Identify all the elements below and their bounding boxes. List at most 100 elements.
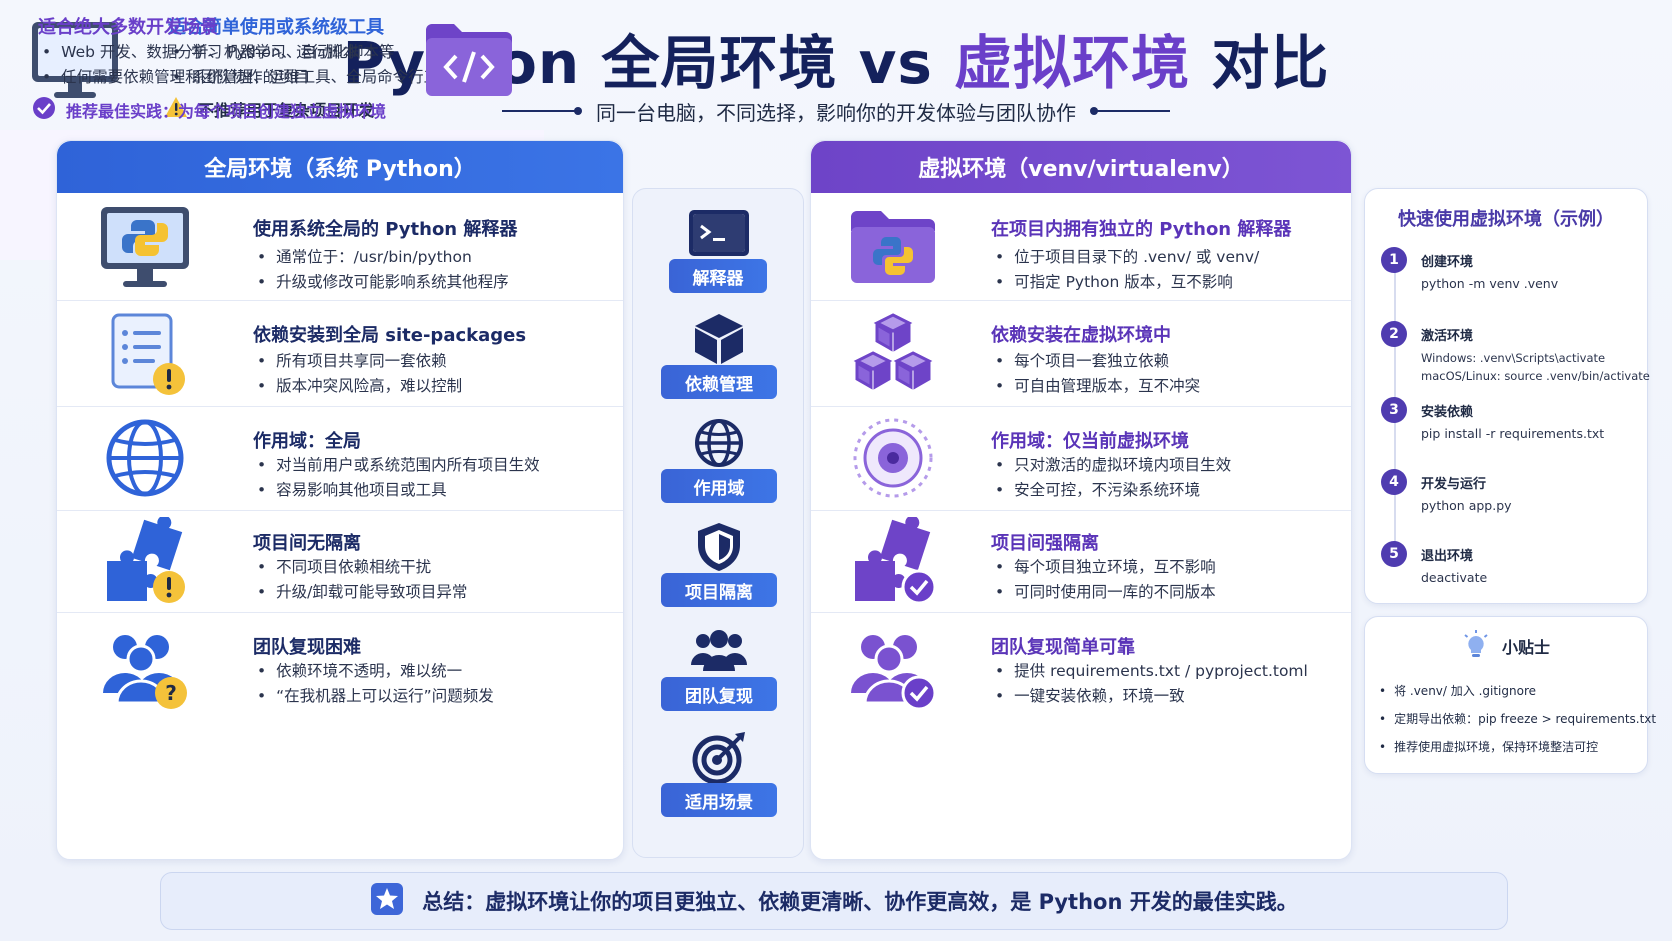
star-badge-icon <box>370 882 404 920</box>
bullet: 升级或修改可能影响系统其他程序 <box>257 270 509 295</box>
bullet: “在我机器上可以运行”问题频发 <box>257 684 494 709</box>
dimension-label: 依赖管理 <box>661 365 777 399</box>
venv-row-title: 作用域：仅当前虚拟环境 <box>991 431 1189 452</box>
target-circle-icon <box>843 413 943 503</box>
bullet: 所有项目共享同一套依赖 <box>257 349 462 374</box>
step-command: deactivate <box>1421 570 1488 585</box>
bullet: 依赖环境不透明，难以统一 <box>257 659 494 684</box>
global-row-title: 作用域：全局 <box>253 431 361 452</box>
venv-panel: 虚拟环境（venv/virtualenv） 在项目内拥有独立的 Python 解… <box>810 140 1352 860</box>
global-row-title: 使用系统全局的 Python 解释器 <box>253 219 518 240</box>
step-number: 2 <box>1381 321 1407 347</box>
lightbulb-icon <box>1462 629 1490 663</box>
globe-icon <box>687 417 751 469</box>
global-row-title: 团队复现困难 <box>253 637 361 658</box>
folder-python-icon <box>843 203 943 293</box>
bullet: 可同时使用同一库的不同版本 <box>995 580 1216 605</box>
tips-list: 将 .venv/ 加入 .gitignore 定期导出依赖：pip freeze… <box>1379 677 1656 761</box>
dimension-isolation: 项目隔离 <box>633 513 805 613</box>
team-check-icon <box>843 623 943 713</box>
bullet: 只对激活的虚拟环境内项目生效 <box>995 453 1231 478</box>
subtitle: 同一台电脑，不同选择，影响你的开发体验与团队协作 <box>596 100 1076 125</box>
global-scenario-warning: 不推荐用于复杂项目开发 <box>164 96 374 122</box>
venv-row-title: 在项目内拥有独立的 Python 解释器 <box>991 219 1292 240</box>
quick-start-card: 快速使用虚拟环境（示例） 1 创建环境 python -m venv .venv… <box>1364 188 1650 604</box>
global-row-title: 依赖安装到全局 site-packages <box>253 325 527 346</box>
bullet: 容易影响其他项目或工具 <box>257 478 540 503</box>
bullet: 每个项目一套独立依赖 <box>995 349 1200 374</box>
cubes-icon <box>843 309 943 399</box>
venv-row-isolation: 项目间强隔离 每个项目独立环境，互不影响 可同时使用同一库的不同版本 <box>811 511 1351 613</box>
summary-text: 总结：虚拟环境让你的项目更独立、依赖更清晰、协作更高效，是 Python 开发的… <box>422 890 1298 914</box>
global-row-bullets: 依赖环境不透明，难以统一 “在我机器上可以运行”问题频发 <box>257 659 494 709</box>
global-row-dependencies: 依赖安装到全局 site-packages 所有项目共享同一套依赖 版本冲突风险… <box>57 301 623 407</box>
bullet: 对当前用户或系统范围内所有项目生效 <box>257 453 540 478</box>
step-command: pip install -r requirements.txt <box>1421 426 1605 441</box>
shield-icon <box>687 521 751 573</box>
venv-row-bullets: 每个项目独立环境，互不影响 可同时使用同一库的不同版本 <box>995 555 1216 605</box>
dimension-label: 适用场景 <box>661 783 777 817</box>
step-command: macOS/Linux: source .venv/bin/activate <box>1421 369 1650 383</box>
best-practice-text: 推荐最佳实践：为每个项目创建独立虚拟环境 <box>66 102 387 121</box>
dimension-scenario: 适用场景 <box>633 723 805 823</box>
step-name: 创建环境 <box>1421 255 1474 270</box>
team-icon <box>687 625 751 677</box>
tip-item: 将 .venv/ 加入 .gitignore <box>1379 677 1656 705</box>
puzzle-check-icon <box>843 517 943 607</box>
global-row-scope: 作用域：全局 对当前用户或系统范围内所有项目生效 容易影响其他项目或工具 <box>57 407 623 511</box>
step-number: 4 <box>1381 469 1407 495</box>
globe-icon <box>95 413 195 503</box>
dimension-dependencies: 依赖管理 <box>633 305 805 405</box>
subtitle-line-left <box>502 107 582 115</box>
venv-panel-header: 虚拟环境（venv/virtualenv） <box>811 141 1351 193</box>
venv-row-scope: 作用域：仅当前虚拟环境 只对激活的虚拟环境内项目生效 安全可控，不污染系统环境 <box>811 407 1351 511</box>
venv-best-practice: 推荐最佳实践：为每个项目创建独立虚拟环境 <box>32 96 386 124</box>
step-name: 开发与运行 <box>1421 477 1487 492</box>
bullet: 通常位于：/usr/bin/python <box>257 245 509 270</box>
dimension-scope: 作用域 <box>633 409 805 509</box>
bullet: Web 开发、数据分析、机器学习、自动化脚本等 <box>42 40 394 65</box>
venv-row-bullets: 只对激活的虚拟环境内项目生效 安全可控，不污染系统环境 <box>995 453 1231 503</box>
folder-code-icon <box>424 20 514 102</box>
tip-item: 定期导出依赖：pip freeze > requirements.txt <box>1379 705 1656 733</box>
terminal-icon <box>687 207 751 259</box>
dimension-label: 作用域 <box>661 469 777 503</box>
bullet: 安全可控，不污染系统环境 <box>995 478 1231 503</box>
venv-row-bullets: 提供 requirements.txt / pyproject.toml 一键安… <box>995 659 1308 709</box>
venv-row-bullets: 每个项目一套独立依赖 可自由管理版本，互不冲突 <box>995 349 1200 399</box>
dimension-interpreter: 解释器 <box>633 199 805 299</box>
global-row-bullets: 对当前用户或系统范围内所有项目生效 容易影响其他项目或工具 <box>257 453 540 503</box>
tips-title: 小贴士 <box>1501 638 1550 657</box>
global-panel-header: 全局环境（系统 Python） <box>57 141 623 193</box>
tips-card: 小贴士 将 .venv/ 加入 .gitignore 定期导出依赖：pip fr… <box>1364 616 1656 774</box>
title-part-2: 对比 <box>1190 29 1330 97</box>
tip-item: 推荐使用虚拟环境，保持环境整洁可控 <box>1379 733 1656 761</box>
bullet: 提供 requirements.txt / pyproject.toml <box>995 659 1308 684</box>
venv-row-title: 项目间强隔离 <box>991 533 1099 554</box>
dimension-team: 团队复现 <box>633 617 805 717</box>
venv-scenario-bullets: Web 开发、数据分析、机器学习、自动化脚本等 任何需要依赖管理和团队协作的项目 <box>42 40 394 90</box>
dimension-label: 解释器 <box>669 259 767 293</box>
venv-row-bullets: 位于项目目录下的 .venv/ 或 venv/ 可指定 Python 版本，互不… <box>995 245 1259 295</box>
dimension-label: 项目隔离 <box>661 573 777 607</box>
venv-row-title: 依赖安装在虚拟环境中 <box>991 325 1171 346</box>
target-icon <box>687 731 751 784</box>
monitor-python-icon <box>95 203 195 293</box>
global-row-bullets: 所有项目共享同一套依赖 版本冲突风险高，难以控制 <box>257 349 462 399</box>
summary-bar: 总结：虚拟环境让你的项目更独立、依赖更清晰、协作更高效，是 Python 开发的… <box>160 872 1508 930</box>
comparison-dimension-column: 解释器 依赖管理 作用域 项目隔离 团队复现 适用场景 <box>632 188 804 858</box>
step-command: Windows: .venv\Scripts\activate <box>1421 351 1606 365</box>
bullet: 版本冲突风险高，难以控制 <box>257 374 462 399</box>
global-row-bullets: 通常位于：/usr/bin/python 升级或修改可能影响系统其他程序 <box>257 245 509 295</box>
global-panel: 全局环境（系统 Python） 使用系统全局的 Python 解释器 通常位于：… <box>56 140 624 860</box>
global-row-isolation: 项目间无隔离 不同项目依赖相统干扰 升级/卸载可能导致项目异常 <box>57 511 623 613</box>
document-warning-icon <box>95 309 195 399</box>
step-name: 安装依赖 <box>1421 405 1474 420</box>
bullet: 可自由管理版本，互不冲突 <box>995 374 1200 399</box>
venv-row-dependencies: 依赖安装在虚拟环境中 每个项目一套独立依赖 可自由管理版本，互不冲突 <box>811 301 1351 407</box>
step-number: 1 <box>1381 247 1407 273</box>
bullet: 不同项目依赖相统干扰 <box>257 555 467 580</box>
team-question-icon: ? <box>95 623 195 713</box>
bullet: 一键安装依赖，环境一致 <box>995 684 1308 709</box>
tips-header: 小贴士 <box>1365 629 1647 663</box>
